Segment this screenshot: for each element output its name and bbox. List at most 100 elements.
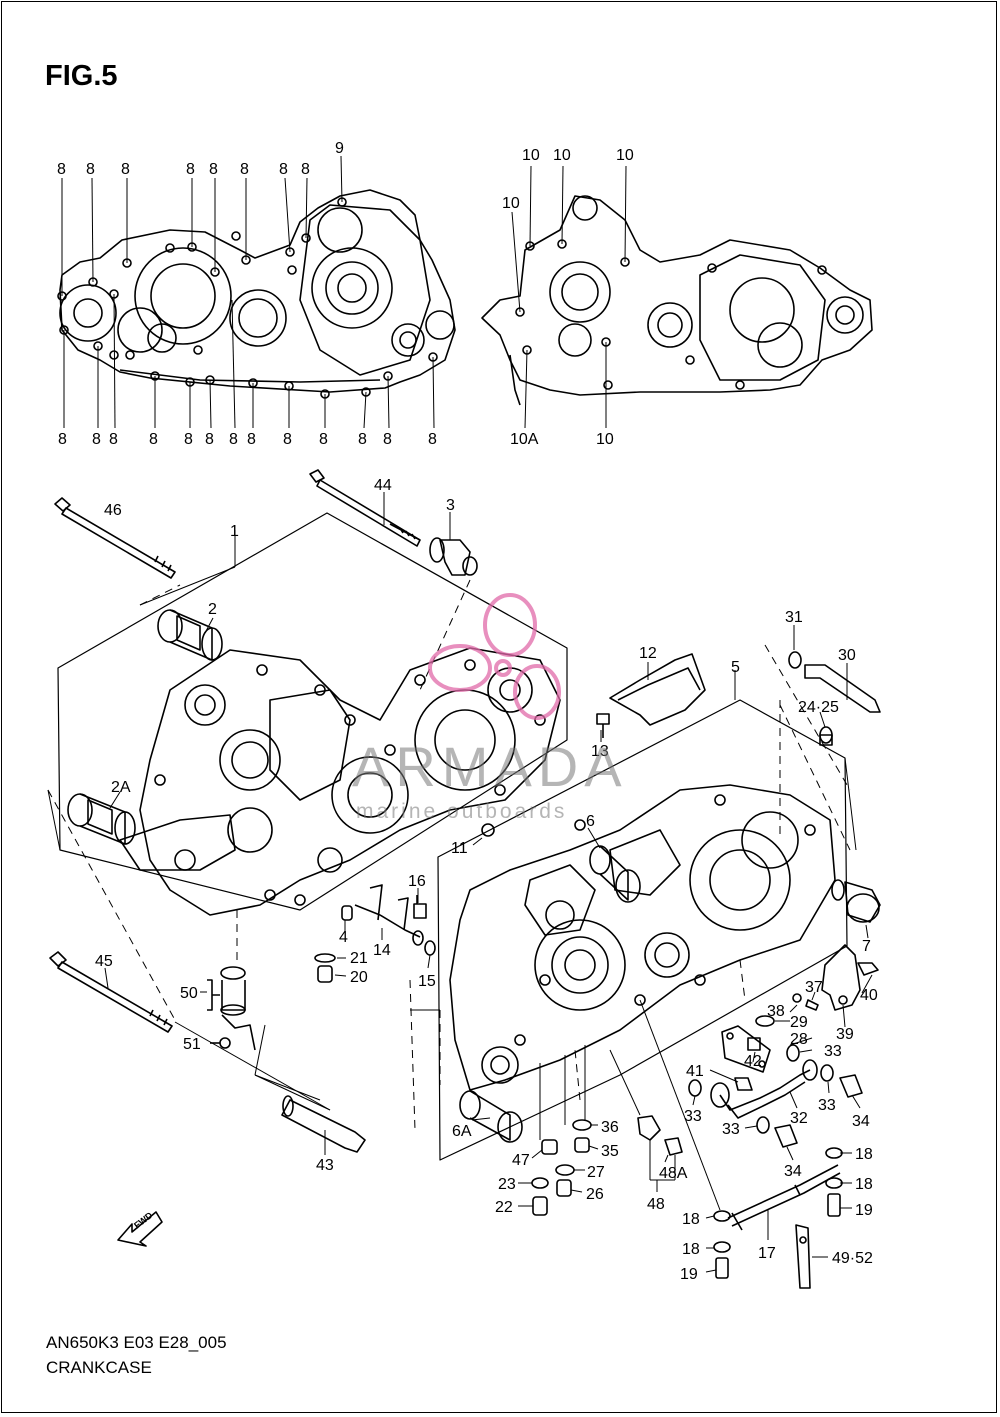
washer-27	[555, 1164, 575, 1176]
callout-9-label: 9	[335, 140, 344, 157]
bolt-34b	[774, 1124, 798, 1148]
washer-29	[755, 1015, 775, 1027]
bolt-48a	[664, 1137, 683, 1156]
part-12-label: 12	[639, 645, 657, 662]
part-41-label: 41	[686, 1063, 704, 1080]
part-40-label: 40	[860, 987, 878, 1004]
bearing-6a	[459, 1090, 523, 1143]
part-5-label: 5	[731, 659, 740, 676]
plug-26	[556, 1179, 572, 1197]
bearing-6	[589, 845, 641, 903]
washer-36	[572, 1119, 592, 1131]
callout-8-label: 8	[358, 431, 367, 448]
callout-8-label: 8	[209, 161, 218, 178]
bolt-40	[857, 962, 879, 976]
plug-22	[532, 1196, 548, 1216]
bearing-2a	[67, 793, 136, 845]
part-6A-label: 6A	[452, 1123, 472, 1140]
bolt-28	[747, 1037, 761, 1051]
washer-21	[314, 953, 336, 963]
part-2-label: 2	[208, 601, 217, 618]
part-48A-label: 48A	[659, 1165, 688, 1182]
part-34-label: 34	[852, 1113, 870, 1130]
callout-10-label: 10	[553, 147, 571, 164]
bolt-34a	[839, 1074, 863, 1098]
gasket-42	[721, 1025, 771, 1073]
callout-8-label: 8	[279, 161, 288, 178]
washer-23	[531, 1177, 549, 1189]
part-20-label: 20	[350, 969, 368, 986]
left-case-leader-lines	[61, 155, 435, 429]
pipe-32	[710, 1059, 818, 1119]
part-18-label: 18	[855, 1146, 873, 1163]
bolt-19a	[715, 1257, 729, 1279]
plug-35	[574, 1137, 590, 1153]
callout-10A-label: 10A	[510, 431, 539, 448]
bolt-30	[804, 664, 881, 713]
part-2A-label: 2A	[111, 779, 131, 796]
right-crankcase-main	[437, 699, 848, 1161]
part-16-label: 16	[408, 873, 426, 890]
part-43-label: 43	[316, 1157, 334, 1174]
pin-4	[341, 905, 353, 921]
washer-18b	[713, 1241, 731, 1253]
watermark-subtitle: marine outboards	[356, 800, 568, 823]
part-11-label: 11	[451, 840, 468, 857]
callout-8-label: 8	[383, 431, 392, 448]
part-42-label: 42	[744, 1053, 762, 1070]
part-14-label: 14	[373, 942, 391, 959]
callout-8-label: 8	[109, 431, 118, 448]
part-30-label: 30	[838, 647, 856, 664]
part-51-label: 51	[183, 1036, 201, 1053]
part-47-label: 47	[512, 1152, 530, 1169]
part-3-label: 3	[446, 497, 455, 514]
part-4-label: 4	[339, 929, 348, 946]
callout-8-label: 8	[184, 431, 193, 448]
callout-8-label: 8	[247, 431, 256, 448]
part-15-label: 15	[418, 973, 436, 990]
part-7-label: 7	[862, 938, 871, 955]
part-45-label: 45	[95, 953, 113, 970]
part-35-label: 35	[601, 1143, 619, 1160]
part-4952-label: 49·52	[832, 1250, 873, 1267]
part-2425-label: 24·25	[798, 699, 839, 716]
alignment-dashes	[47, 579, 851, 1131]
sleeve-43	[281, 1095, 366, 1153]
right-crankcase-outline	[481, 195, 873, 406]
bolt-47	[541, 1139, 558, 1155]
figure-title: FIG.5	[45, 60, 118, 92]
cover-39	[821, 944, 861, 1011]
bolt-46	[54, 497, 176, 579]
watermark-brand: ARMADA	[352, 735, 628, 798]
ring-33a	[688, 1079, 702, 1097]
strainer-50	[207, 966, 256, 1051]
left-crankcase-holes	[154, 659, 546, 906]
part-36-label: 36	[601, 1119, 619, 1136]
part-31-label: 31	[785, 609, 803, 626]
callout-10-label: 10	[596, 431, 614, 448]
bolt-16	[413, 895, 427, 919]
part-38-label: 38	[767, 1003, 785, 1020]
part-13-label: 13	[591, 743, 609, 760]
part-46-label: 46	[104, 502, 122, 519]
right-crankcase-holes	[481, 794, 816, 1046]
part-33-label: 33	[722, 1121, 740, 1138]
washer-18c	[825, 1147, 843, 1159]
part-19-label: 19	[855, 1202, 873, 1219]
part-44-label: 44	[374, 477, 392, 494]
fitting-38	[792, 993, 802, 1003]
callout-8-label: 8	[229, 431, 238, 448]
callout-8-label: 8	[283, 431, 292, 448]
part-48-label: 48	[647, 1196, 665, 1213]
part-1-label: 1	[230, 523, 239, 540]
right-case-leader-lines	[511, 165, 627, 429]
part-18-label: 18	[682, 1241, 700, 1258]
hose-17	[727, 1164, 841, 1231]
callout-8-label: 8	[205, 431, 214, 448]
ring-15	[424, 940, 436, 956]
diagram-code: AN650K3 E03 E28_005	[46, 1333, 227, 1352]
